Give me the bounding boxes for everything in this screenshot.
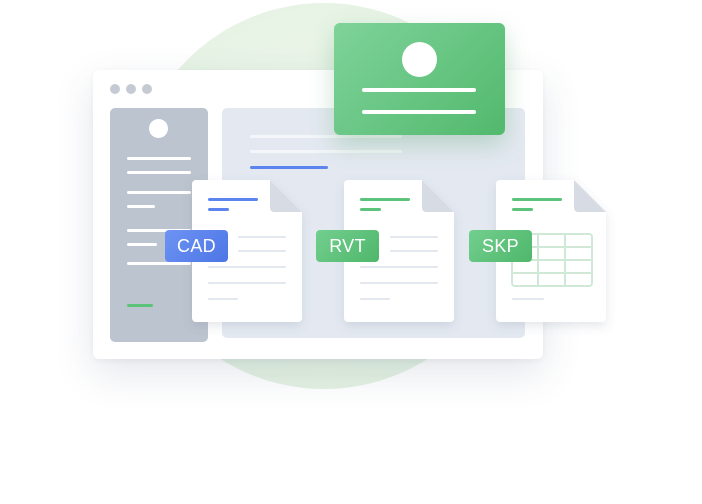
content-highlight-line (250, 166, 328, 169)
content-placeholder-line (250, 150, 402, 153)
doc-text-line (512, 298, 544, 300)
doc-text-line (360, 298, 390, 300)
window-dot-icon (110, 84, 120, 94)
doc-text-line (390, 236, 438, 238)
cad-badge: CAD (165, 230, 228, 262)
doc-title-line (360, 198, 410, 201)
doc-text-line (360, 266, 438, 268)
doc-title-line (512, 198, 562, 201)
window-dot-icon (142, 84, 152, 94)
rvt-badge: RVT (316, 230, 379, 262)
profile-line (362, 110, 476, 114)
doc-title-line (208, 198, 258, 201)
doc-text-line (360, 282, 438, 284)
doc-text-line (208, 266, 286, 268)
profile-card (334, 23, 505, 135)
doc-text-line (390, 250, 438, 252)
skp-badge: SKP (469, 230, 532, 262)
sidebar-active-line (127, 304, 153, 307)
sidebar-placeholder-line (127, 205, 155, 208)
sidebar-placeholder-line (127, 157, 191, 160)
doc-text-line (208, 298, 238, 300)
content-placeholder-line (250, 135, 402, 138)
doc-text-line (238, 250, 286, 252)
sidebar-placeholder-line (127, 191, 191, 194)
sidebar-avatar-icon (149, 119, 168, 138)
sidebar-placeholder-line (127, 243, 157, 246)
doc-subtitle-line (208, 208, 229, 211)
rvt-document-icon (344, 180, 454, 322)
doc-subtitle-line (512, 208, 533, 211)
cad-document-icon (192, 180, 302, 322)
window-dot-icon (126, 84, 136, 94)
doc-subtitle-line (360, 208, 381, 211)
profile-avatar-icon (402, 42, 437, 77)
sidebar (110, 108, 208, 342)
doc-text-line (238, 236, 286, 238)
profile-line (362, 88, 476, 92)
sidebar-placeholder-line (127, 262, 191, 265)
doc-text-line (208, 282, 286, 284)
window-controls-icon (110, 84, 152, 94)
sidebar-placeholder-line (127, 171, 191, 174)
sidebar-placeholder-line (127, 229, 191, 232)
